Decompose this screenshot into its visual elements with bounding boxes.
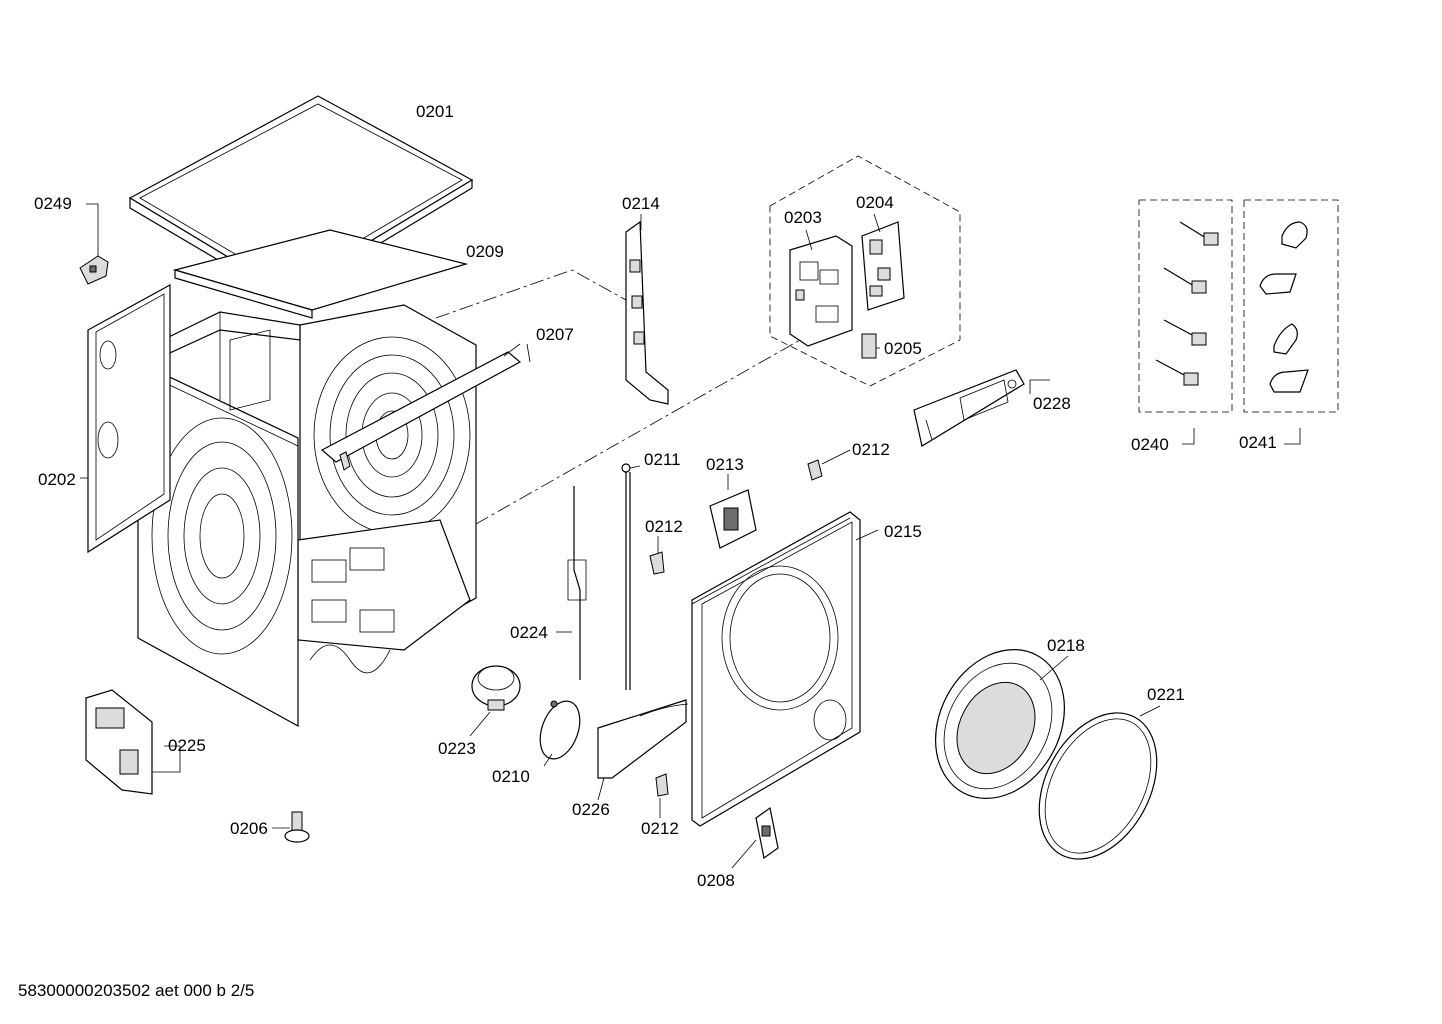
part-electronic-module-0213 [709, 489, 757, 549]
part-front-panel [691, 511, 861, 827]
label-0214: 0214 [622, 194, 660, 213]
document-code: 58300000203502 aet 000 b 2/5 [18, 981, 255, 1000]
label-0212-bottom: 0212 [641, 819, 679, 838]
label-0202: 0202 [38, 470, 76, 489]
label-0210: 0210 [492, 767, 530, 786]
label-0209: 0209 [466, 242, 504, 261]
part-kit-0241 [1243, 199, 1339, 413]
label-0211: 0211 [644, 450, 681, 469]
part-cabinet-housing [136, 304, 477, 728]
label-0208: 0208 [697, 871, 735, 890]
label-0226: 0226 [572, 800, 610, 819]
label-0225: 0225 [168, 736, 206, 755]
part-cross-brace [320, 351, 522, 471]
label-0228: 0228 [1033, 394, 1071, 413]
part-control-panel [913, 369, 1025, 447]
label-0212-top: 0212 [852, 440, 890, 459]
label-0241: 0241 [1239, 433, 1277, 452]
part-door-ring [1038, 712, 1158, 860]
part-hose-rod [621, 463, 631, 690]
part-collar [471, 665, 521, 711]
part-foot [284, 811, 310, 843]
label-0221: 0221 [1147, 685, 1185, 704]
label-0224: 0224 [510, 623, 548, 642]
part-cover-disk [539, 700, 581, 760]
label-0205: 0205 [884, 339, 922, 358]
part-pump-module [85, 689, 153, 795]
part-door [934, 648, 1066, 800]
label-0223: 0223 [438, 739, 476, 758]
part-front-pad [597, 699, 689, 779]
label-0213: 0213 [706, 455, 744, 474]
electronics-group-frame [769, 155, 961, 387]
part-labels: 0201 0249 0214 0203 0204 0209 0207 0205 … [34, 102, 1277, 890]
label-0203: 0203 [784, 208, 822, 227]
label-0215: 0215 [884, 522, 922, 541]
part-cable-duct [625, 220, 669, 405]
label-0240: 0240 [1131, 435, 1169, 454]
label-0204: 0204 [856, 193, 894, 212]
part-door-lock [755, 806, 779, 860]
part-kit-0240 [1138, 199, 1233, 413]
label-0201: 0201 [416, 102, 454, 121]
label-0212-mid: 0212 [645, 517, 683, 536]
part-insulation-mat [172, 229, 469, 319]
label-0206: 0206 [230, 819, 268, 838]
part-wiring-harness [567, 486, 587, 680]
part-back-panel [87, 283, 171, 554]
part-clip-0249 [79, 255, 109, 285]
label-0218: 0218 [1047, 636, 1085, 655]
leader-lines [80, 203, 1301, 869]
label-0207: 0207 [536, 325, 574, 344]
label-0249: 0249 [34, 194, 72, 213]
